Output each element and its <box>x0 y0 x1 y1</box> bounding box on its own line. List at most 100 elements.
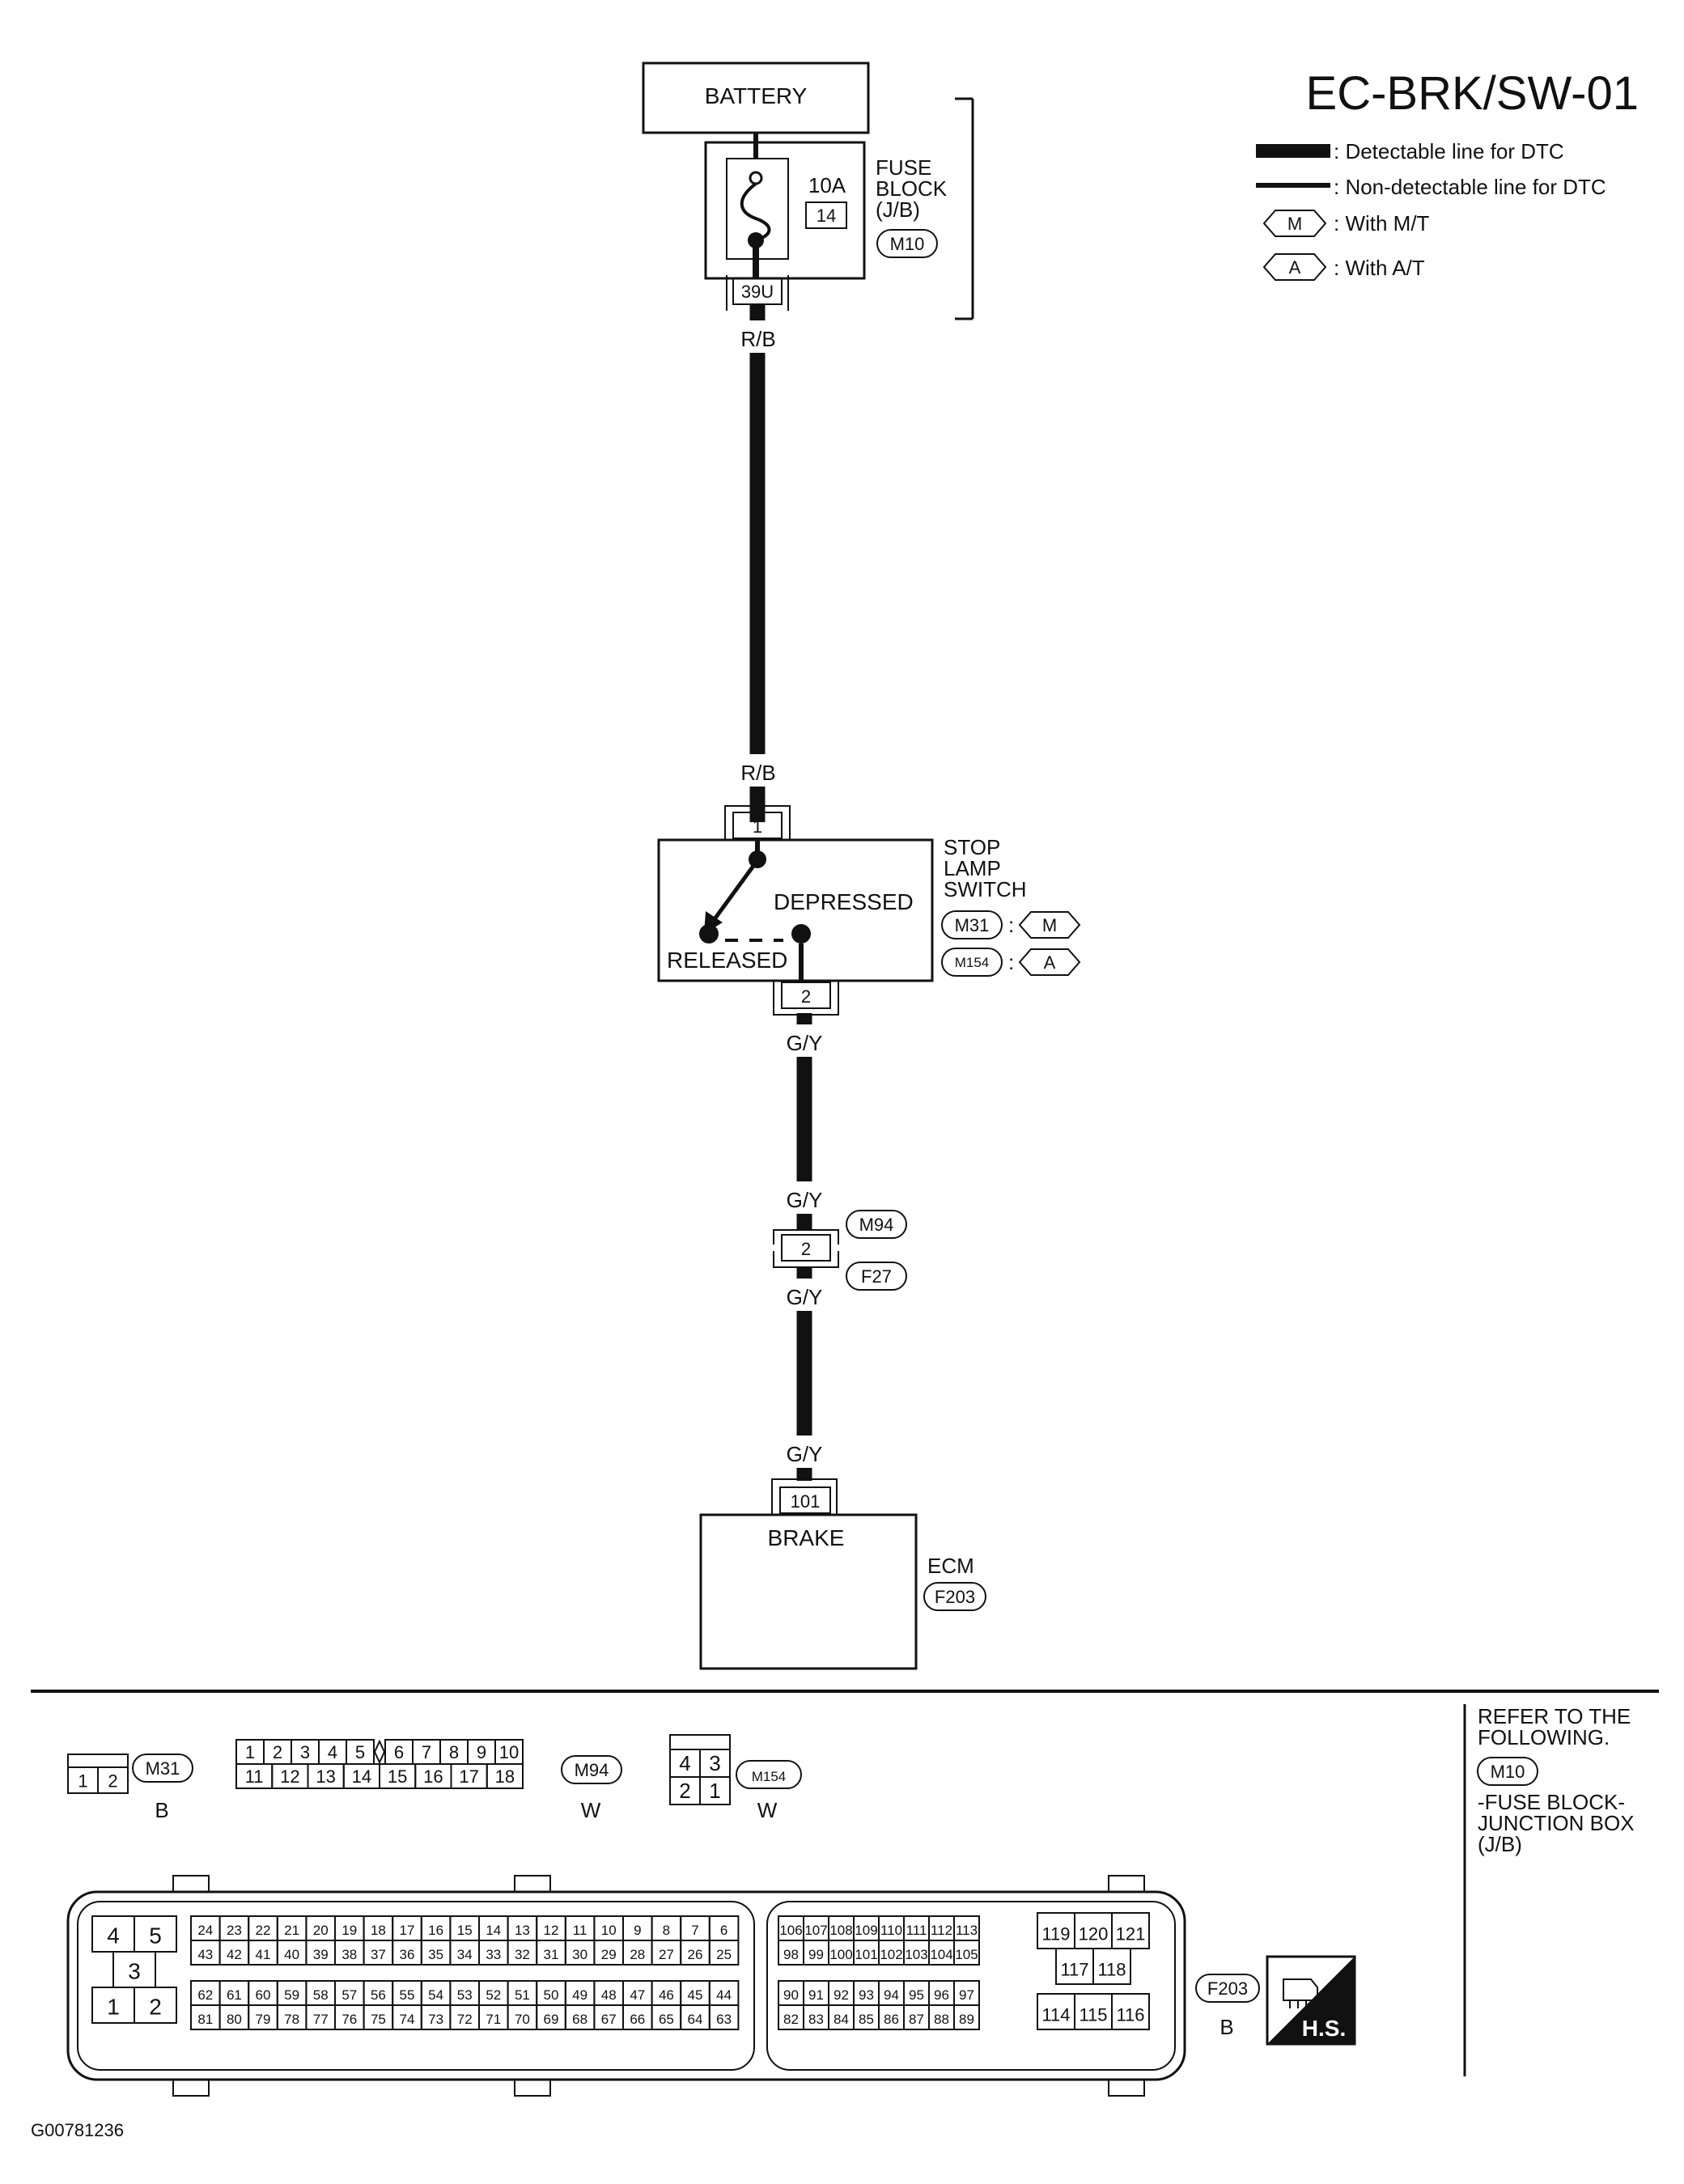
f203-pin: 27 <box>659 1947 674 1962</box>
m94-pin: 10 <box>499 1742 519 1762</box>
f203-pin: 47 <box>630 1987 645 2003</box>
m94-pin: 15 <box>388 1766 407 1787</box>
m154-connector-code-pill <box>736 1760 802 1789</box>
switch-mt-tag <box>1018 911 1081 939</box>
battery: BATTERY <box>642 61 870 159</box>
f203-pin: 49 <box>572 1987 587 2003</box>
m31-pin: 2 <box>108 1771 117 1791</box>
f203-pin: 58 <box>313 1987 329 2003</box>
f203-pin: 41 <box>256 1947 271 1962</box>
f203-pin: 81 <box>197 2012 213 2027</box>
f203-left-section <box>77 1901 755 2071</box>
f203-pin: 97 <box>959 1987 974 2003</box>
f203-pin: 19 <box>341 1923 357 1938</box>
f203-pin: 95 <box>909 1987 924 2003</box>
f203-pin-cell <box>953 1940 980 1966</box>
m94-pin: 14 <box>352 1766 371 1787</box>
f203-pin-cell <box>1111 1993 1150 2030</box>
f203-pin: 113 <box>956 1923 978 1938</box>
fuse-block-label-3: (J/B) <box>876 197 920 222</box>
f203-pin: 78 <box>284 2012 299 2027</box>
switch-at-tag <box>1018 948 1081 976</box>
f203-pin: 119 <box>1041 1923 1070 1944</box>
legend-at-text: : With A/T <box>1334 256 1425 280</box>
f203-pin: 24 <box>197 1923 213 1938</box>
m154-pin-cell <box>699 1776 731 1805</box>
f203-pin: 48 <box>601 1987 617 2003</box>
switch-depressed-contact <box>791 924 811 944</box>
joint-top-frame <box>773 1229 839 1245</box>
f203-pin: 93 <box>859 1987 874 2003</box>
f203-pin: 105 <box>955 1947 978 1962</box>
joint-terminal-box <box>781 1234 831 1262</box>
f203-pin: 66 <box>630 2012 645 2027</box>
f203-pin: 32 <box>515 1947 530 1962</box>
ecm-signal-label: BRAKE <box>768 1525 845 1550</box>
f203-pin: 50 <box>544 1987 559 2003</box>
f203-pin: 4 <box>107 1923 120 1948</box>
m31-connector-code-pill <box>132 1754 193 1783</box>
m154-pin: 1 <box>709 1779 720 1803</box>
f203-pin: 17 <box>400 1923 415 1938</box>
switch-at-sep: : <box>1008 950 1014 974</box>
m94-pin: 9 <box>477 1742 486 1762</box>
refer-desc-1: -FUSE BLOCK- <box>1478 1790 1625 1814</box>
m154-connector-code: M154 <box>752 1769 787 1784</box>
m94-pin: 18 <box>495 1766 515 1787</box>
f203-pin: 30 <box>572 1947 587 1962</box>
f203-pin: 94 <box>884 1987 899 2003</box>
f203-pin: 20 <box>313 1923 329 1938</box>
f203-pin: 13 <box>515 1923 530 1938</box>
f203-pin: 75 <box>371 2012 386 2027</box>
switch-mt-sep: : <box>1008 913 1014 937</box>
switch-terminal-1: 1 <box>753 816 762 837</box>
fuse-number: 14 <box>817 206 836 226</box>
f203-pin: 59 <box>284 1987 299 2003</box>
f203-pin: 110 <box>880 1923 902 1938</box>
f203-pin: 29 <box>601 1947 617 1962</box>
f203-pin: 16 <box>428 1923 443 1938</box>
m94-pin: 7 <box>422 1742 431 1762</box>
switch-box <box>657 838 934 982</box>
m94-connector-code: M94 <box>575 1760 609 1780</box>
f203-pin: 71 <box>486 2012 501 2027</box>
f203-pin-cell <box>708 2004 740 2030</box>
f203-pin: 88 <box>934 2012 949 2027</box>
f203-pin: 54 <box>428 1987 443 2003</box>
f203-pin: 37 <box>371 1947 386 1962</box>
f203-pin: 28 <box>630 1947 645 1962</box>
f203-pin: 15 <box>457 1923 473 1938</box>
refer-desc-2: JUNCTION BOX <box>1478 1811 1635 1835</box>
f203-pin: 51 <box>515 1987 530 2003</box>
ecm-terminal-box <box>779 1486 831 1514</box>
f203-pin-cell <box>1092 1948 1131 1985</box>
switch-mt-connector-pill <box>941 910 1003 939</box>
m94-pin: 17 <box>459 1766 478 1787</box>
page-title: EC-BRK/SW-01 <box>1306 67 1639 120</box>
hs-badge-text: H.S. <box>1302 2016 1346 2041</box>
f203-pin: 8 <box>663 1923 670 1938</box>
f203-pin: 44 <box>716 1987 732 2003</box>
f203-pin: 82 <box>783 2012 799 2027</box>
f203-pin: 120 <box>1079 1923 1109 1944</box>
stop-lamp-switch: 1 DEPRESSED RELEASED STOP LAMP SWITCH M3… <box>657 805 1081 1016</box>
f203-pin: 117 <box>1060 1959 1088 1979</box>
f203-pin: 42 <box>227 1947 242 1962</box>
f203-latch-top <box>172 1875 210 1893</box>
legend-nondetectable-text: : Non-detectable line for DTC <box>1334 175 1606 199</box>
f203-housing <box>66 1890 1186 2081</box>
ecm-terminal-frame <box>771 1478 838 1515</box>
fuse-block: 10A 14 FUSE BLOCK (J/B) M10 39U <box>704 97 974 320</box>
m31-housing-top <box>67 1754 129 1768</box>
wire-gy-2-label: G/Y <box>787 1188 823 1212</box>
f203-pin: 80 <box>227 2012 242 2027</box>
f203-pin: 22 <box>256 1923 271 1938</box>
f203-pin: 101 <box>855 1947 877 1962</box>
f203-pin: 31 <box>544 1947 559 1962</box>
f203-pin: 67 <box>601 2012 617 2027</box>
refer-connector-pill <box>1477 1757 1538 1786</box>
switch-label-1: STOP <box>944 835 1000 859</box>
